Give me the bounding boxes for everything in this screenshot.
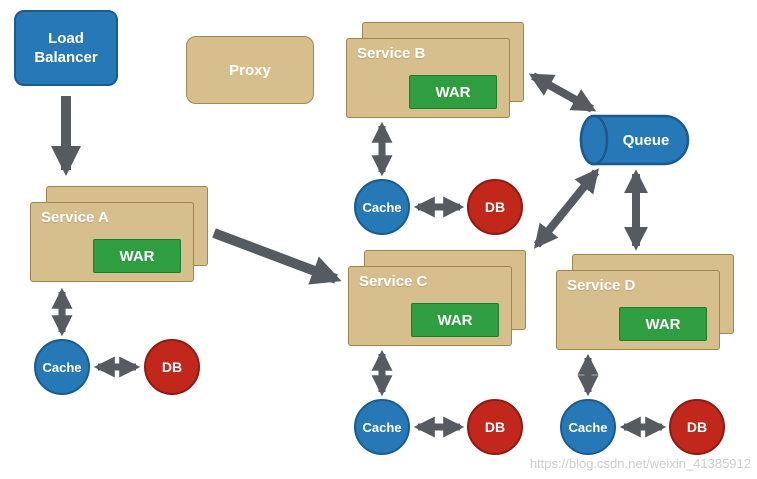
arrow-queue-service-c [533, 168, 600, 249]
service-b-node: Service B WAR [346, 22, 526, 120]
service-a-war-box: WAR [93, 239, 181, 273]
service-b-war-box: WAR [409, 75, 497, 109]
service-a-cache-node: Cache [34, 339, 90, 395]
queue-label: Queue [622, 131, 670, 149]
service-d-node: Service D WAR [556, 254, 736, 352]
service-c-db-node: DB [467, 399, 523, 455]
service-d-label: Service D [567, 277, 636, 294]
service-d-card-front: Service D WAR [556, 270, 720, 350]
service-d-cache-node: Cache [560, 399, 616, 455]
service-a-node: Service A WAR [30, 186, 210, 284]
service-c-node: Service C WAR [348, 250, 528, 348]
service-a-card-front: Service A WAR [30, 202, 194, 282]
service-d-war-box: WAR [619, 307, 707, 341]
service-c-label: Service C [359, 273, 428, 290]
proxy-label: Proxy [229, 61, 271, 79]
service-c-war-box: WAR [411, 303, 499, 337]
service-b-card-front: Service B WAR [346, 38, 510, 118]
service-c-card-front: Service C WAR [348, 266, 512, 346]
load-balancer-node: Load Balancer [14, 10, 118, 86]
arrow-service-a-to-service-c [212, 228, 342, 285]
queue-cylinder-face [579, 114, 609, 166]
service-b-label: Service B [357, 45, 426, 62]
watermark: https://blog.csdn.net/weixin_41385912 [529, 456, 751, 471]
proxy-node: Proxy [186, 36, 314, 104]
service-a-db-node: DB [144, 339, 200, 395]
service-b-cache-node: Cache [354, 179, 410, 235]
service-a-label: Service A [41, 209, 109, 226]
queue-node: Queue [578, 114, 692, 166]
arrow-service-b-queue [528, 72, 597, 113]
queue-cylinder-shape [579, 114, 690, 166]
load-balancer-label: Load Balancer [34, 29, 98, 67]
service-d-db-node: DB [669, 399, 725, 455]
service-c-cache-node: Cache [354, 399, 410, 455]
service-b-db-node: DB [467, 179, 523, 235]
